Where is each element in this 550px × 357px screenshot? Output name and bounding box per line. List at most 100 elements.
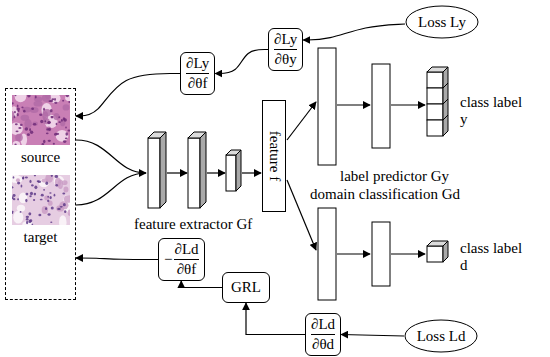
tissue-texture bbox=[49, 192, 51, 194]
layer-face bbox=[148, 138, 160, 208]
tissue-texture bbox=[17, 198, 19, 200]
tissue-texture bbox=[39, 113, 42, 116]
tissue-texture bbox=[63, 140, 66, 143]
tissue-texture bbox=[31, 184, 34, 186]
tissue-texture bbox=[14, 143, 16, 145]
loss-label: Loss Ly bbox=[418, 14, 466, 31]
tissue-texture bbox=[37, 180, 40, 182]
tissue-texture bbox=[43, 140, 45, 144]
tissue-texture bbox=[17, 104, 19, 107]
tissue-texture bbox=[68, 209, 70, 216]
tissue-texture bbox=[26, 218, 29, 220]
tissue-texture bbox=[50, 109, 53, 113]
tissue-texture bbox=[44, 196, 49, 201]
module-name: label predictor Gy bbox=[340, 168, 449, 185]
gradient-term: ∂Ly bbox=[274, 31, 297, 48]
tissue-texture bbox=[22, 177, 24, 180]
tissue-texture bbox=[34, 101, 43, 107]
module-name: domain classification Gd bbox=[310, 186, 460, 203]
dense-layer bbox=[372, 64, 390, 148]
tissue-texture bbox=[42, 95, 51, 102]
layer-name: GRL bbox=[231, 279, 261, 296]
tissue-texture bbox=[55, 177, 61, 187]
tissue-texture bbox=[64, 210, 66, 213]
tissue-texture bbox=[35, 96, 37, 99]
tissue-texture bbox=[40, 120, 43, 124]
target-image bbox=[12, 175, 70, 225]
output-label: class label y bbox=[460, 94, 528, 128]
layer-arrow bbox=[242, 172, 261, 173]
tissue-texture bbox=[17, 182, 20, 185]
source-image bbox=[12, 95, 70, 145]
tissue-texture bbox=[12, 122, 23, 134]
layer-arrow bbox=[337, 253, 370, 254]
tissue-texture bbox=[25, 176, 28, 178]
tissue-texture bbox=[43, 108, 45, 111]
input-wire bbox=[76, 173, 146, 205]
gradient-arrow bbox=[303, 24, 405, 40]
gradient-term: ∂Ld bbox=[311, 316, 335, 333]
fraction-bar bbox=[186, 73, 209, 74]
layer-arrow bbox=[337, 104, 370, 105]
tissue-texture bbox=[13, 176, 23, 183]
tissue-texture bbox=[18, 127, 21, 129]
tissue-texture bbox=[47, 196, 49, 198]
tissue-texture bbox=[34, 96, 43, 101]
tissue-texture bbox=[46, 132, 49, 134]
tissue-texture bbox=[34, 193, 36, 196]
tissue-texture bbox=[51, 206, 54, 209]
tissue-texture bbox=[15, 95, 27, 102]
tissue-texture bbox=[13, 211, 23, 224]
tissue-texture bbox=[62, 100, 64, 102]
tissue-texture bbox=[23, 110, 26, 113]
domain-name: source bbox=[6, 149, 75, 166]
ellipse-outline bbox=[406, 6, 478, 38]
feature-label: feature f bbox=[266, 131, 283, 181]
tissue-texture bbox=[41, 143, 44, 145]
tissue-texture bbox=[48, 128, 51, 131]
layer-arrow bbox=[391, 104, 425, 105]
domain-name: target bbox=[6, 229, 75, 246]
tissue-texture bbox=[39, 178, 49, 187]
tissue-texture bbox=[45, 181, 48, 185]
tissue-texture bbox=[21, 106, 23, 108]
tissue-texture bbox=[33, 199, 35, 201]
tissue-texture bbox=[34, 186, 37, 190]
layer-side bbox=[236, 150, 241, 191]
gradient-term: ∂θy bbox=[275, 51, 297, 68]
tissue-texture bbox=[21, 185, 23, 188]
tissue-texture bbox=[58, 116, 60, 118]
tissue-texture bbox=[25, 193, 28, 196]
tissue-texture bbox=[47, 122, 50, 125]
feature-box: feature f bbox=[262, 100, 286, 212]
gradient-term: ∂θd bbox=[312, 336, 334, 353]
gradient-arrow bbox=[341, 335, 404, 337]
tissue-texture bbox=[30, 192, 33, 195]
output-cube bbox=[427, 88, 443, 104]
tissue-texture bbox=[16, 130, 19, 132]
tissue-texture bbox=[17, 113, 19, 116]
tissue-texture bbox=[26, 216, 29, 218]
tissue-texture bbox=[47, 213, 50, 215]
tissue-texture bbox=[65, 137, 68, 139]
tissue-texture bbox=[54, 98, 56, 101]
tissue-texture bbox=[56, 123, 58, 125]
tissue-texture bbox=[33, 123, 36, 126]
output-cube bbox=[427, 246, 443, 262]
tissue-texture bbox=[22, 176, 24, 179]
dense-layer bbox=[372, 222, 390, 286]
tissue-texture bbox=[63, 104, 70, 110]
tissue-texture bbox=[59, 215, 67, 225]
tissue-texture bbox=[20, 211, 22, 213]
tissue-texture bbox=[15, 134, 23, 142]
tissue-texture bbox=[46, 126, 51, 131]
tissue-texture bbox=[51, 175, 53, 177]
tissue-texture bbox=[66, 95, 69, 97]
tissue-texture bbox=[14, 111, 16, 113]
tissue-texture bbox=[43, 189, 45, 191]
layer-side bbox=[160, 132, 166, 208]
tissue-texture bbox=[29, 180, 31, 183]
tissue-texture bbox=[27, 133, 30, 136]
tissue-texture bbox=[12, 141, 20, 145]
gradient-box: ∂Ld ∂θd bbox=[305, 313, 341, 356]
